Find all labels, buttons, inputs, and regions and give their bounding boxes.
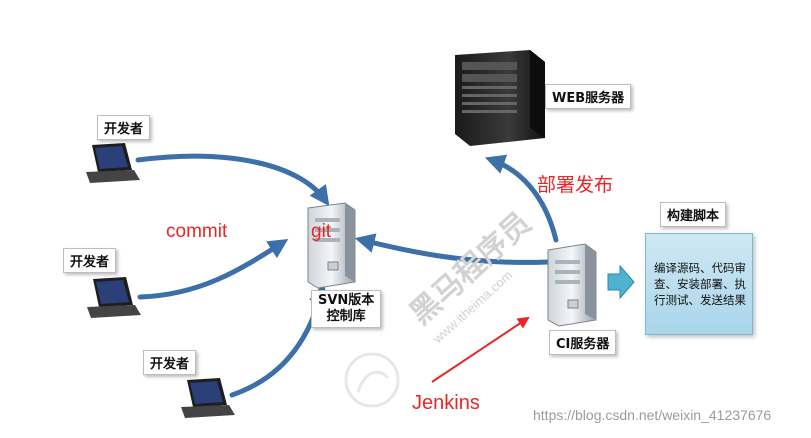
commit-annotation: commit [166,221,228,242]
script-title: 构建脚本 [660,202,727,227]
jenkins-annotation: Jenkins [412,392,480,414]
script-body: 编译源码、代码审查、安装部署、执行测试、发送结果 [654,261,746,307]
credit-watermark: https://blog.csdn.net/weixin_41237676 [533,407,772,423]
svn-label: SVN版本 控制库 [311,290,382,328]
arrow-dev2-to-svn [137,238,289,300]
svn-server-icon [307,202,356,289]
arrow-ci-to-script [607,264,635,300]
arrow-jenkins [431,316,530,383]
dev-label-2: 开发者 [63,248,117,273]
dev-label-3: 开发者 [143,350,197,375]
ci-server-icon [547,243,597,327]
ci-label: CI服务器 [549,330,617,355]
laptop-icon-1 [86,143,140,183]
arrow-dev1-to-svn [135,153,330,207]
laptop-icon-2 [87,277,141,318]
web-label: WEB服务器 [545,84,632,109]
watermark-logo [344,352,400,408]
deploy-annotation: 部署发布 [537,175,614,196]
git-annotation: git [311,221,332,242]
dev-label-1: 开发者 [97,115,151,140]
arrow-ci-to-web [484,154,559,243]
script-box: 编译源码、代码审查、安装部署、执行测试、发送结果 [645,233,753,335]
web-server-icon [455,50,545,146]
laptop-icon-3 [181,378,235,418]
arrow-dev3-to-svn [229,282,329,398]
arrow-ci-to-svn [354,233,551,265]
